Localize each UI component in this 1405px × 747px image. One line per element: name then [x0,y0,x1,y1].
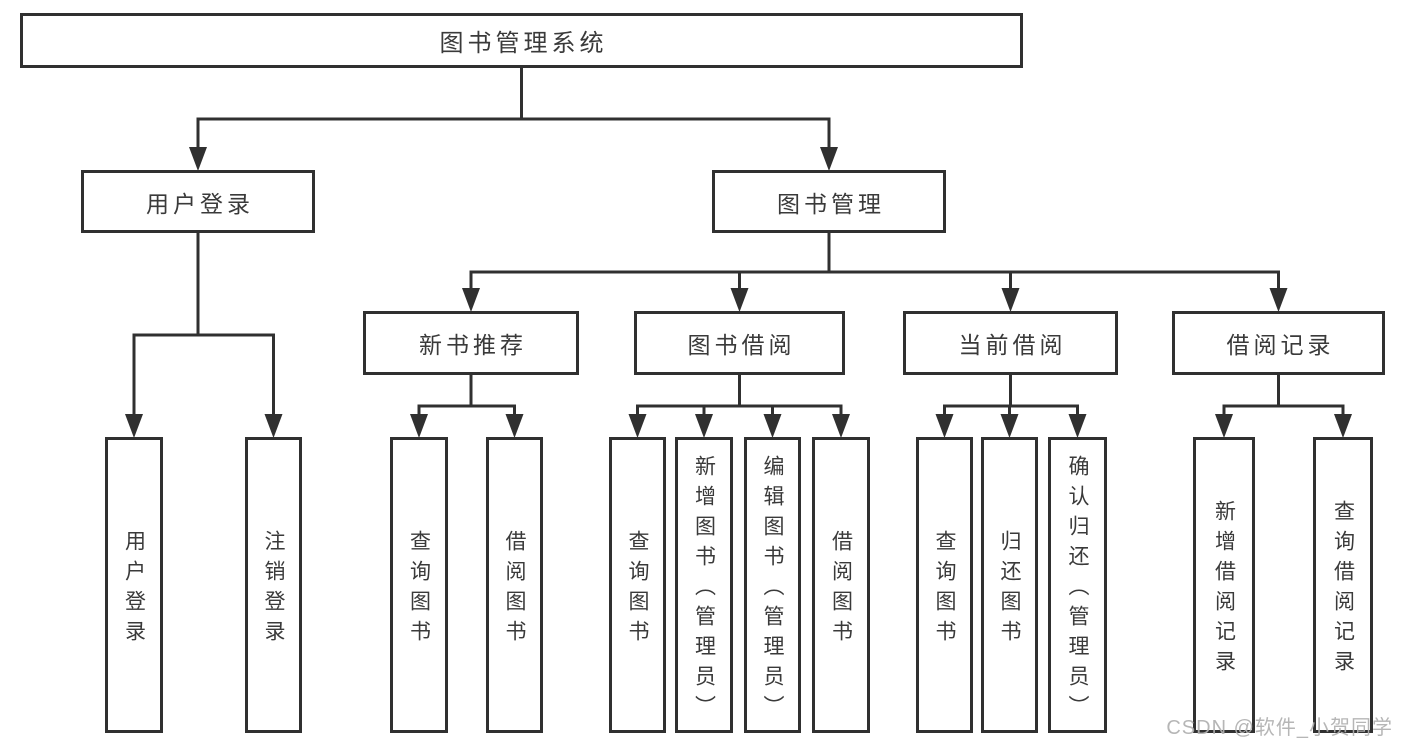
node-label-leaf-query-books-3: 查询图书 [933,529,957,650]
node-leaf-user-login: 用户登录 [105,437,163,733]
arrowhead-icon [935,414,954,438]
node-label-current-borrow: 当前借阅 [958,332,1067,358]
node-label-leaf-query-books-2: 查询图书 [626,529,650,650]
arrowhead-icon [628,414,647,438]
arrowhead-icon [695,414,713,438]
arrowhead-icon [1000,414,1019,438]
node-label-leaf-borrow-books-1: 借阅图书 [503,529,527,650]
arrowhead-icon [1334,414,1352,438]
arrowhead-icon [1215,414,1233,438]
node-current-borrow: 当前借阅 [903,311,1118,375]
arrowhead-icon [462,288,480,312]
arrowhead-icon [264,414,283,438]
node-label-leaf-query-borrow-record: 查询借阅记录 [1331,499,1355,680]
arrowhead-icon [1269,288,1288,312]
arrowhead-icon [763,414,782,438]
node-label-new-books: 新书推荐 [419,332,527,358]
node-label-root: 图书管理系统 [439,30,608,57]
csdn-watermark: CSDN @软件_小贺同学 [1166,717,1393,739]
node-label-leaf-query-books-1: 查询图书 [407,529,431,650]
node-leaf-add-book: 新增图书（管理员） [675,437,733,733]
node-label-book-mgmt: 图书管理 [777,190,885,217]
arrowhead-icon [410,414,428,438]
arrowhead-icon [730,288,749,312]
node-label-user-login: 用户登录 [146,190,254,217]
node-user-login: 用户登录 [81,170,315,233]
node-label-leaf-confirm-return: 确认归还（管理员） [1066,454,1090,725]
node-leaf-query-books-3: 查询图书 [916,437,973,733]
node-leaf-query-books-2: 查询图书 [609,437,666,733]
node-leaf-borrow-books-2: 借阅图书 [812,437,870,733]
node-book-mgmt: 图书管理 [712,170,946,233]
node-label-leaf-borrow-books-2: 借阅图书 [829,529,853,650]
node-new-books: 新书推荐 [363,311,579,375]
node-label-leaf-edit-book: 编辑图书（管理员） [761,454,785,725]
arrowhead-icon [1001,288,1020,312]
node-leaf-query-borrow-record: 查询借阅记录 [1313,437,1373,733]
node-leaf-borrow-books-1: 借阅图书 [486,437,543,733]
node-book-borrow: 图书借阅 [634,311,845,375]
arrowhead-icon [832,414,850,438]
node-label-leaf-add-borrow-record: 新增借阅记录 [1212,499,1236,680]
node-leaf-logout: 注销登录 [245,437,302,733]
node-leaf-confirm-return: 确认归还（管理员） [1048,437,1107,733]
node-root: 图书管理系统 [20,13,1023,68]
node-leaf-return-book: 归还图书 [981,437,1038,733]
arrowhead-icon [125,414,143,438]
node-leaf-query-books-1: 查询图书 [390,437,448,733]
node-label-leaf-return-book: 归还图书 [998,529,1022,650]
arrowhead-icon [820,147,838,171]
node-borrow-records: 借阅记录 [1172,311,1385,375]
arrowhead-icon [1068,414,1087,438]
node-label-book-borrow: 图书借阅 [687,332,796,358]
node-label-leaf-logout: 注销登录 [262,529,286,650]
node-label-borrow-records: 借阅记录 [1226,332,1335,358]
node-leaf-edit-book: 编辑图书（管理员） [744,437,801,733]
arrowhead-icon [505,414,524,438]
node-label-leaf-add-book: 新增图书（管理员） [692,454,716,725]
node-leaf-add-borrow-record: 新增借阅记录 [1193,437,1255,733]
arrowhead-icon [189,147,207,171]
node-label-leaf-user-login: 用户登录 [122,529,146,650]
